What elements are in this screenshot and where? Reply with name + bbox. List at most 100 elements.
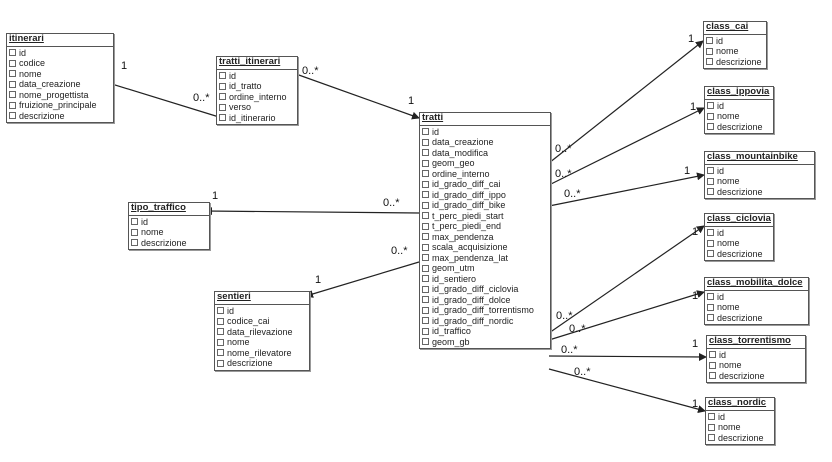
attribute-checkbox-icon bbox=[422, 222, 429, 230]
entity-field: data_modifica bbox=[422, 148, 548, 159]
attribute-checkbox-icon bbox=[707, 112, 714, 120]
field-label: id_grado_diff_dolce bbox=[432, 294, 511, 305]
field-label: descrizione bbox=[141, 237, 187, 248]
multiplicity-many-label: 0..* bbox=[193, 92, 210, 104]
relation-line-tratti-to-class-mountainbike bbox=[548, 172, 705, 207]
field-label: codice_cai bbox=[227, 316, 270, 326]
attribute-checkbox-icon bbox=[709, 361, 716, 369]
field-label: nome bbox=[717, 238, 740, 248]
relation-line-tratti-to-class-cai bbox=[548, 40, 704, 164]
attribute-checkbox-icon bbox=[9, 49, 16, 57]
multiplicity-many-label: 0..* bbox=[555, 168, 572, 180]
entity-field: descrizione bbox=[707, 313, 806, 324]
attribute-checkbox-icon bbox=[707, 293, 714, 301]
entity-field: id_grado_diff_dolce bbox=[422, 295, 548, 306]
entity-field: codice_cai bbox=[217, 316, 307, 327]
field-label: nome bbox=[717, 176, 740, 186]
entity-field: id bbox=[707, 101, 771, 112]
attribute-checkbox-icon bbox=[422, 180, 429, 188]
attribute-checkbox-icon bbox=[422, 170, 429, 178]
attribute-checkbox-icon bbox=[9, 59, 16, 67]
multiplicity-one-label: 1 bbox=[408, 95, 415, 107]
field-label: geom_geo bbox=[432, 158, 475, 168]
field-label: geom_utm bbox=[432, 263, 475, 273]
field-label: t_perc_piedi_end bbox=[432, 221, 502, 231]
entity-field: id bbox=[707, 228, 771, 239]
attribute-checkbox-icon bbox=[217, 317, 224, 325]
attribute-checkbox-icon bbox=[708, 413, 715, 421]
field-label: data_creazione bbox=[432, 137, 494, 147]
entity-field: nome bbox=[708, 422, 772, 433]
multiplicity-many-label: 0..* bbox=[383, 197, 400, 209]
entity-field: geom_utm bbox=[422, 263, 548, 274]
field-label: geom_gb bbox=[432, 336, 470, 347]
attribute-checkbox-icon bbox=[707, 250, 714, 258]
attribute-checkbox-icon bbox=[219, 103, 226, 111]
field-label: id bbox=[141, 216, 149, 227]
entity-field: data_creazione bbox=[9, 79, 111, 90]
relation-line-tratti-to-class-ciclovia bbox=[548, 225, 705, 334]
field-label: nome_progettista bbox=[19, 89, 89, 100]
attribute-checkbox-icon bbox=[422, 338, 429, 346]
attribute-checkbox-icon bbox=[708, 423, 715, 431]
field-label: id_grado_diff_ippo bbox=[432, 189, 506, 200]
field-label: nome bbox=[141, 227, 164, 237]
relation-line-tratti-to-tipo-traffico bbox=[204, 207, 420, 216]
field-label: id_grado_diff_bike bbox=[432, 200, 506, 210]
field-label: ordine_interno bbox=[432, 168, 490, 179]
entity-field: geom_gb bbox=[422, 337, 548, 348]
field-label: descrizione bbox=[716, 56, 762, 67]
entity-field: id bbox=[217, 306, 307, 317]
entity-field: id bbox=[9, 48, 111, 59]
entity-field: id bbox=[219, 71, 295, 82]
entity-field: id bbox=[708, 412, 772, 423]
field-label: id bbox=[19, 47, 27, 58]
entity-field: nome bbox=[9, 69, 111, 80]
entity-field: id bbox=[707, 292, 806, 303]
entity-title: class_ciclovia bbox=[705, 213, 773, 227]
relation-line-tratti-to-class-nordic bbox=[548, 368, 706, 414]
entity-title: class_cai bbox=[704, 21, 766, 35]
field-label: nome bbox=[227, 337, 250, 347]
attribute-checkbox-icon bbox=[422, 149, 429, 157]
field-label: id_grado_diff_ciclovia bbox=[432, 284, 519, 294]
field-label: id_grado_diff_nordic bbox=[432, 315, 514, 326]
attribute-checkbox-icon bbox=[9, 80, 16, 88]
field-label: descrizione bbox=[717, 121, 763, 132]
entity-field: data_rilevazione bbox=[217, 327, 307, 338]
entity-field: data_creazione bbox=[422, 137, 548, 148]
field-label: descrizione bbox=[19, 110, 65, 121]
field-label: descrizione bbox=[717, 248, 763, 259]
attribute-checkbox-icon bbox=[131, 218, 138, 226]
entity-field: descrizione bbox=[709, 371, 803, 382]
attribute-checkbox-icon bbox=[9, 70, 16, 78]
attribute-checkbox-icon bbox=[219, 72, 226, 80]
field-label: data_creazione bbox=[19, 79, 81, 89]
field-label: data_rilevazione bbox=[227, 326, 293, 337]
field-label: id bbox=[717, 165, 725, 176]
field-label: descrizione bbox=[718, 432, 764, 443]
attribute-checkbox-icon bbox=[217, 328, 224, 336]
multiplicity-many-label: 0..* bbox=[564, 188, 581, 200]
multiplicity-one-label: 1 bbox=[688, 33, 695, 45]
entity-field: nome bbox=[707, 176, 812, 187]
attribute-checkbox-icon bbox=[217, 307, 224, 315]
